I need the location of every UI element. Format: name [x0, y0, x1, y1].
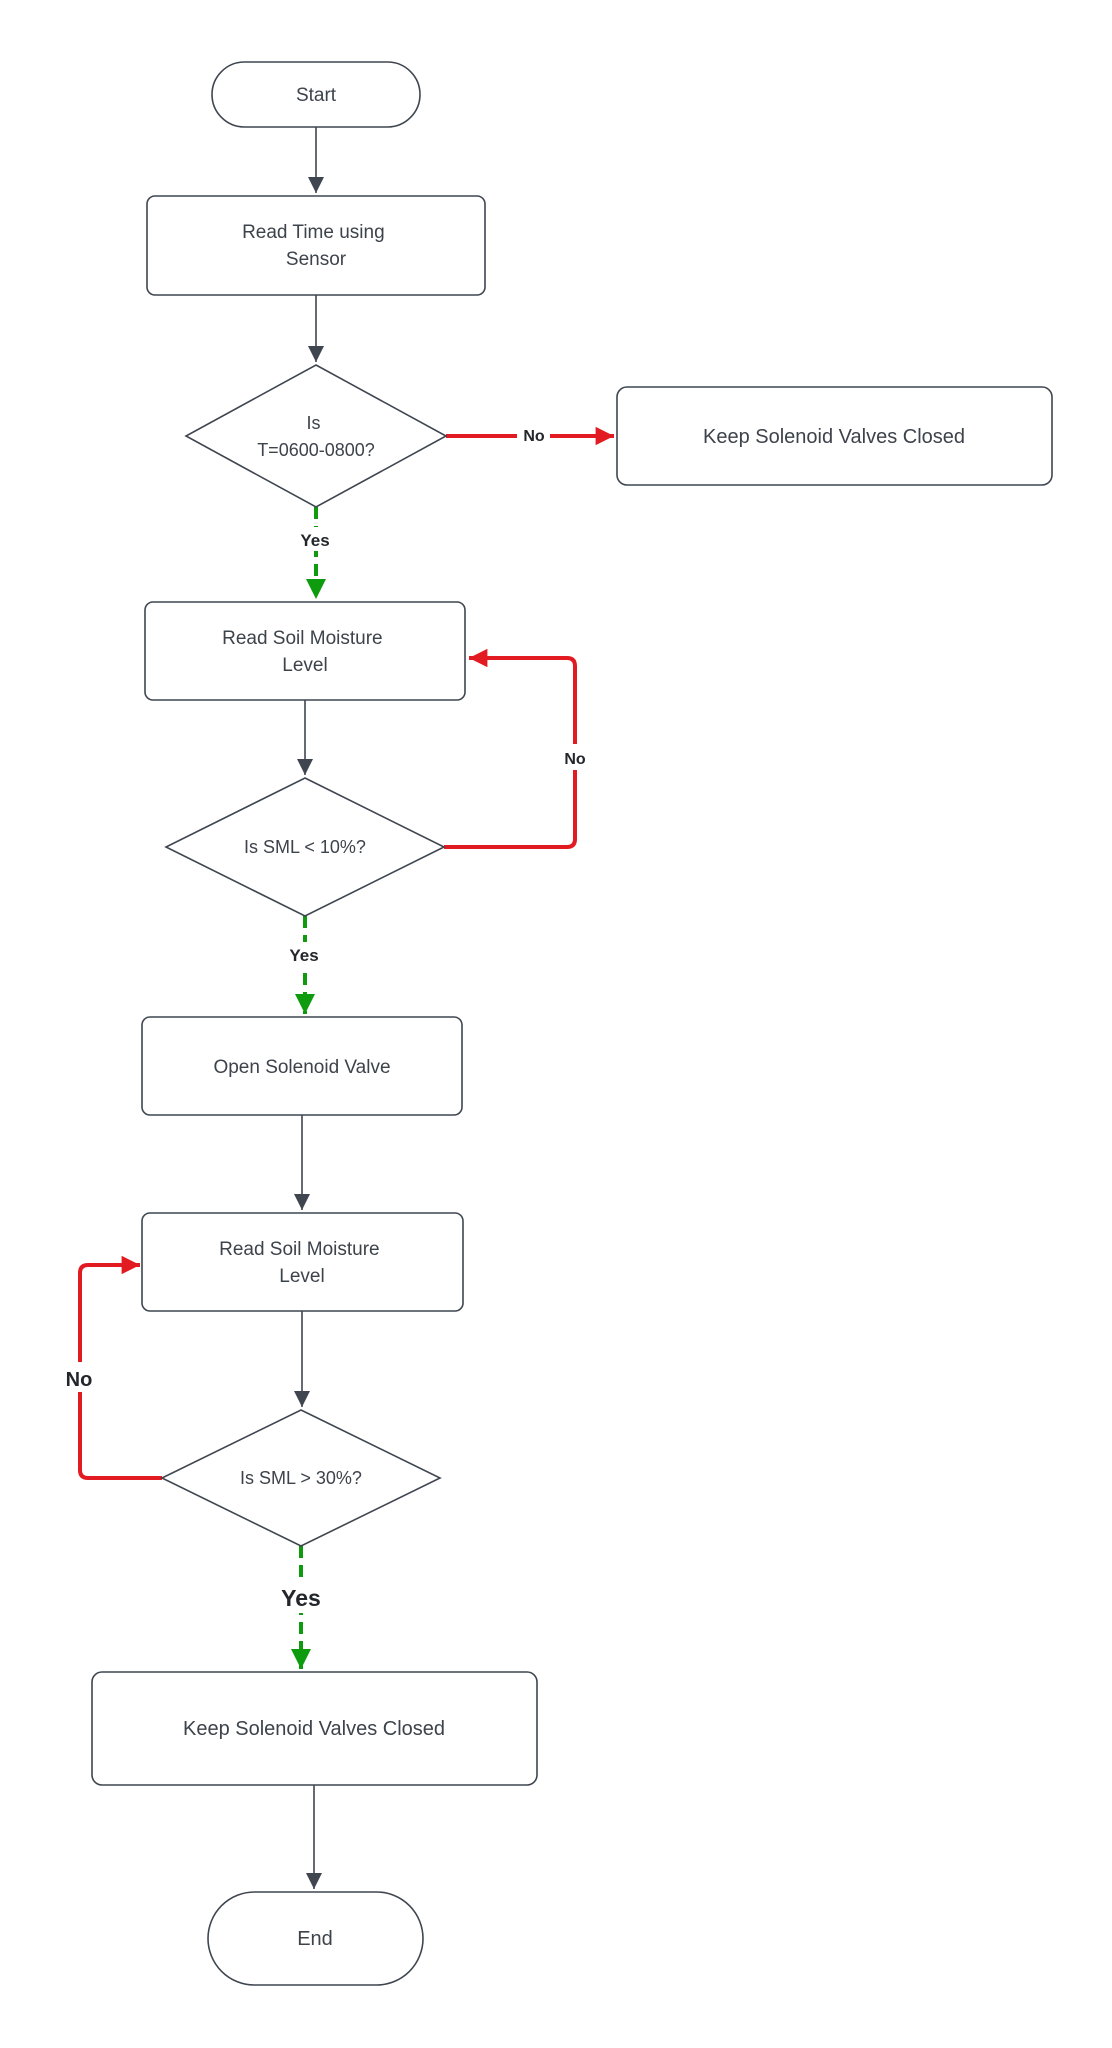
keep-closed-bottom-process-shape — [91, 1671, 538, 1786]
node-decision-sml-low: Is SML < 10%? — [164, 777, 446, 917]
edge-label-no: No — [66, 1369, 93, 1391]
node-open-valve: Open Solenoid Valve — [141, 1016, 463, 1116]
end-terminator-shape — [207, 1891, 424, 1986]
node-end: End — [207, 1891, 424, 1986]
is-sml-high-decision-shape — [160, 1409, 442, 1547]
edge-label-yes: Yes — [289, 946, 318, 965]
is-sml-low-label: Is SML < 10%? — [244, 837, 366, 857]
end-label: End — [297, 1928, 333, 1950]
edge-label-no: No — [564, 751, 586, 768]
is-time-label: Is T=0600-0800? — [257, 413, 375, 460]
read-soil-2-label: Read Soil Moisture Level — [219, 1239, 385, 1287]
node-read-soil-2: Read Soil Moisture Level — [141, 1212, 464, 1312]
is-sml-low-decision-shape — [164, 777, 446, 917]
node-keep-closed-right: Keep Solenoid Valves Closed — [616, 386, 1053, 486]
read-soil-2-process-shape — [141, 1212, 464, 1312]
edge-labels: No Yes No Yes No Yes — [56, 423, 594, 1613]
read-soil-1-process-shape — [144, 601, 466, 701]
node-decision-sml-high: Is SML > 30%? — [160, 1409, 442, 1547]
node-decision-is-time: Is T=0600-0800? — [184, 364, 448, 508]
edge-label-bg — [517, 423, 550, 446]
node-read-soil-1: Read Soil Moisture Level — [144, 601, 466, 701]
read-time-label: Read Time using Sensor — [242, 222, 390, 270]
read-soil-1-label: Read Soil Moisture Level — [222, 628, 388, 676]
start-label: Start — [296, 85, 337, 106]
read-time-process-shape — [146, 195, 486, 296]
start-terminator-shape — [211, 61, 421, 128]
edge-label-bg — [556, 744, 594, 770]
keep-closed-right-process-shape — [616, 386, 1053, 486]
edge-label-yes: Yes — [300, 531, 329, 550]
keep-closed-bottom-label: Keep Solenoid Valves Closed — [183, 1718, 445, 1740]
edge-label-bg — [56, 1362, 103, 1392]
node-start: Start — [211, 61, 421, 128]
open-valve-process-shape — [141, 1016, 463, 1116]
edge-label-bg — [282, 942, 327, 967]
keep-closed-right-label: Keep Solenoid Valves Closed — [703, 426, 965, 448]
open-valve-label: Open Solenoid Valve — [213, 1057, 390, 1078]
is-sml-high-label: Is SML > 30%? — [240, 1468, 362, 1488]
edge-label-bg — [270, 1581, 332, 1613]
edge-label-yes: Yes — [281, 1585, 321, 1611]
node-read-time: Read Time using Sensor — [146, 195, 486, 296]
node-keep-closed-bottom: Keep Solenoid Valves Closed — [91, 1671, 538, 1786]
is-time-decision-shape — [184, 364, 448, 508]
edge-label-no: No — [523, 428, 545, 445]
edge-label-bg — [293, 527, 338, 551]
